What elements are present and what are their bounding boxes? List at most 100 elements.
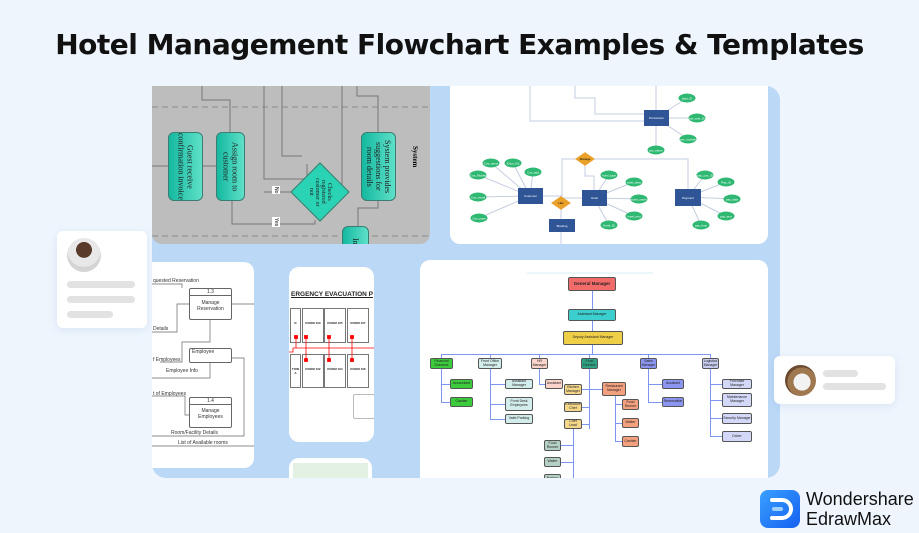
er-entity-customer[interactable]: Customer — [518, 188, 543, 204]
er-attribute[interactable]: hotel_rent — [625, 211, 643, 221]
dfd-flow-label: f Employees — [153, 357, 181, 363]
yes-label: Yes — [272, 217, 280, 228]
org-connector — [441, 354, 711, 355]
er-entity-payment[interactable]: Payment — [675, 189, 701, 206]
er-attribute[interactable]: per_module — [679, 134, 697, 144]
er-attribute[interactable]: pay_date — [723, 194, 741, 204]
er-attribute[interactable]: Cus_pass — [470, 213, 488, 223]
dfd-process-name: Manage Employees — [198, 408, 223, 420]
dfd-process-name: Manage Reservation — [197, 300, 224, 312]
org-node[interactable]: Kitchen Manager — [564, 384, 582, 395]
er-entity-hotel[interactable]: Hotel — [582, 190, 607, 206]
er-diagram-card[interactable]: Permission Customer Hotel Payment Bookin… — [450, 86, 768, 244]
org-node[interactable]: Chef Lead — [564, 419, 582, 429]
org-connector — [648, 354, 649, 358]
room[interactable]: ROOM 107 — [347, 308, 369, 343]
edrawmax-logo-icon[interactable] — [760, 490, 800, 528]
dfd-flow-label: Employee Info — [166, 368, 198, 374]
system-suggestions-box[interactable]: System provides suggestions for room det… — [361, 132, 396, 201]
org-connector — [490, 369, 491, 419]
er-attribute[interactable]: pay_amt — [717, 211, 735, 221]
org-connector — [582, 424, 589, 425]
er-attribute[interactable]: Pay_ID — [717, 177, 735, 187]
org-node[interactable]: Cashier — [450, 397, 473, 407]
org-node[interactable]: Food Director — [581, 358, 598, 369]
org-node[interactable]: Busboy — [544, 474, 561, 478]
org-node[interactable]: Deputy Assistant Manager — [563, 331, 623, 345]
org-node[interactable]: Driver — [722, 431, 752, 442]
org-node[interactable]: Maintenance Manager — [722, 393, 752, 407]
room[interactable]: TION A — [290, 354, 301, 388]
org-node[interactable]: Assistant Manager — [505, 379, 533, 389]
org-connector — [539, 354, 540, 358]
org-title-bar — [527, 272, 653, 274]
org-node[interactable]: Executive Chef — [564, 402, 582, 412]
er-attribute[interactable]: Cus_name — [482, 158, 500, 168]
er-attribute[interactable]: Cus_Mobile — [469, 170, 487, 180]
room[interactable]: ROOM 105 — [324, 308, 346, 343]
room[interactable]: ROOM 104 — [324, 354, 346, 388]
guest-confirmation-box[interactable]: Guest receive confirmation invoice — [168, 132, 203, 201]
room[interactable]: ROOM 106 — [347, 354, 369, 388]
no-label: No — [272, 186, 280, 195]
org-node[interactable]: Reservation — [662, 397, 684, 407]
org-node[interactable]: Front Office Manager — [478, 358, 502, 369]
dfd-process-manage-employees[interactable]: 1.4 Manage Employees — [189, 397, 232, 428]
er-attribute[interactable]: hotel_type — [600, 170, 618, 180]
er-attribute[interactable]: Hotel_ID — [600, 220, 618, 230]
org-node[interactable]: Valet Parking — [505, 414, 533, 424]
data-flow-diagram-card[interactable]: quested Reservation 1.3 Manage Reservati… — [152, 262, 254, 468]
room[interactable]: ROOM 102 — [302, 354, 324, 388]
er-attribute[interactable]: hotel_desc — [625, 177, 643, 187]
er-attribute[interactable]: dept_ID — [678, 93, 696, 103]
org-connector — [490, 354, 491, 358]
assign-room-box[interactable]: Assign room to customer — [216, 132, 245, 201]
org-connector — [615, 404, 622, 405]
er-attribute[interactable]: per_role_ID — [688, 113, 706, 123]
org-node[interactable]: Purchase Manager — [722, 379, 752, 389]
er-attribute[interactable]: Cus_email — [469, 192, 487, 202]
er-attribute[interactable]: per_name — [647, 145, 665, 155]
er-attribute[interactable]: ID(us_ID) — [504, 158, 522, 168]
org-node[interactable]: General Manager — [568, 277, 616, 291]
org-connector — [441, 384, 450, 385]
template-card-partial[interactable] — [289, 458, 372, 478]
dfd-process-manage-reservation[interactable]: 1.3 Manage Reservation — [189, 288, 232, 320]
next-step-box[interactable]: In — [342, 226, 369, 244]
evacuation-plan-card[interactable]: ERGENCY EVACUATION P R ROOM 103 ROOM 105… — [289, 267, 374, 442]
org-node[interactable]: Assistant — [662, 379, 684, 389]
er-attribute[interactable]: pay_cus_ID — [696, 170, 714, 180]
org-node[interactable]: Food Runner — [544, 440, 561, 451]
org-node[interactable]: Food Runner — [622, 399, 639, 410]
org-connector — [573, 429, 574, 478]
er-attribute[interactable]: pay_time — [692, 220, 710, 230]
org-node[interactable]: Front Desk Employees — [505, 397, 533, 411]
dfd-store-employee[interactable]: Employee — [189, 348, 232, 363]
org-node[interactable]: Cashier — [622, 436, 639, 447]
org-node[interactable]: Security Manager — [722, 413, 752, 424]
org-node[interactable]: Assistant — [545, 379, 563, 389]
org-node[interactable]: Financial Directors — [430, 358, 453, 369]
org-connector — [648, 384, 662, 385]
er-entity-booking[interactable]: Booking — [549, 219, 575, 232]
org-node[interactable]: Waiter — [544, 457, 561, 467]
org-node[interactable]: Accountant — [450, 379, 473, 389]
room[interactable]: R — [290, 308, 301, 343]
org-connector — [710, 418, 722, 419]
evacuation-title: ERGENCY EVACUATION P — [291, 291, 373, 298]
org-node[interactable]: Assistant Manager — [568, 309, 616, 321]
er-attribute[interactable]: hotel_name — [630, 194, 648, 204]
placeholder-line — [823, 370, 858, 377]
er-attribute[interactable]: Cus_add — [524, 167, 542, 177]
org-node[interactable]: Sales Manager — [640, 358, 657, 369]
er-entity-permission[interactable]: Permission — [644, 110, 669, 126]
org-node[interactable]: Waiter — [622, 418, 639, 428]
org-node[interactable]: Logistics Manager — [702, 358, 719, 369]
swimlane-flowchart-card[interactable]: Guest receive confirmation invoice Assig… — [152, 86, 430, 244]
org-node[interactable]: Restaurant Manager — [602, 382, 626, 396]
decision-text: Checks registered customer or not — [308, 177, 332, 207]
org-node[interactable]: HR Manager — [531, 358, 548, 369]
room[interactable]: ROOM 103 — [302, 308, 324, 343]
dfd-flow-label: Details — [153, 326, 169, 332]
